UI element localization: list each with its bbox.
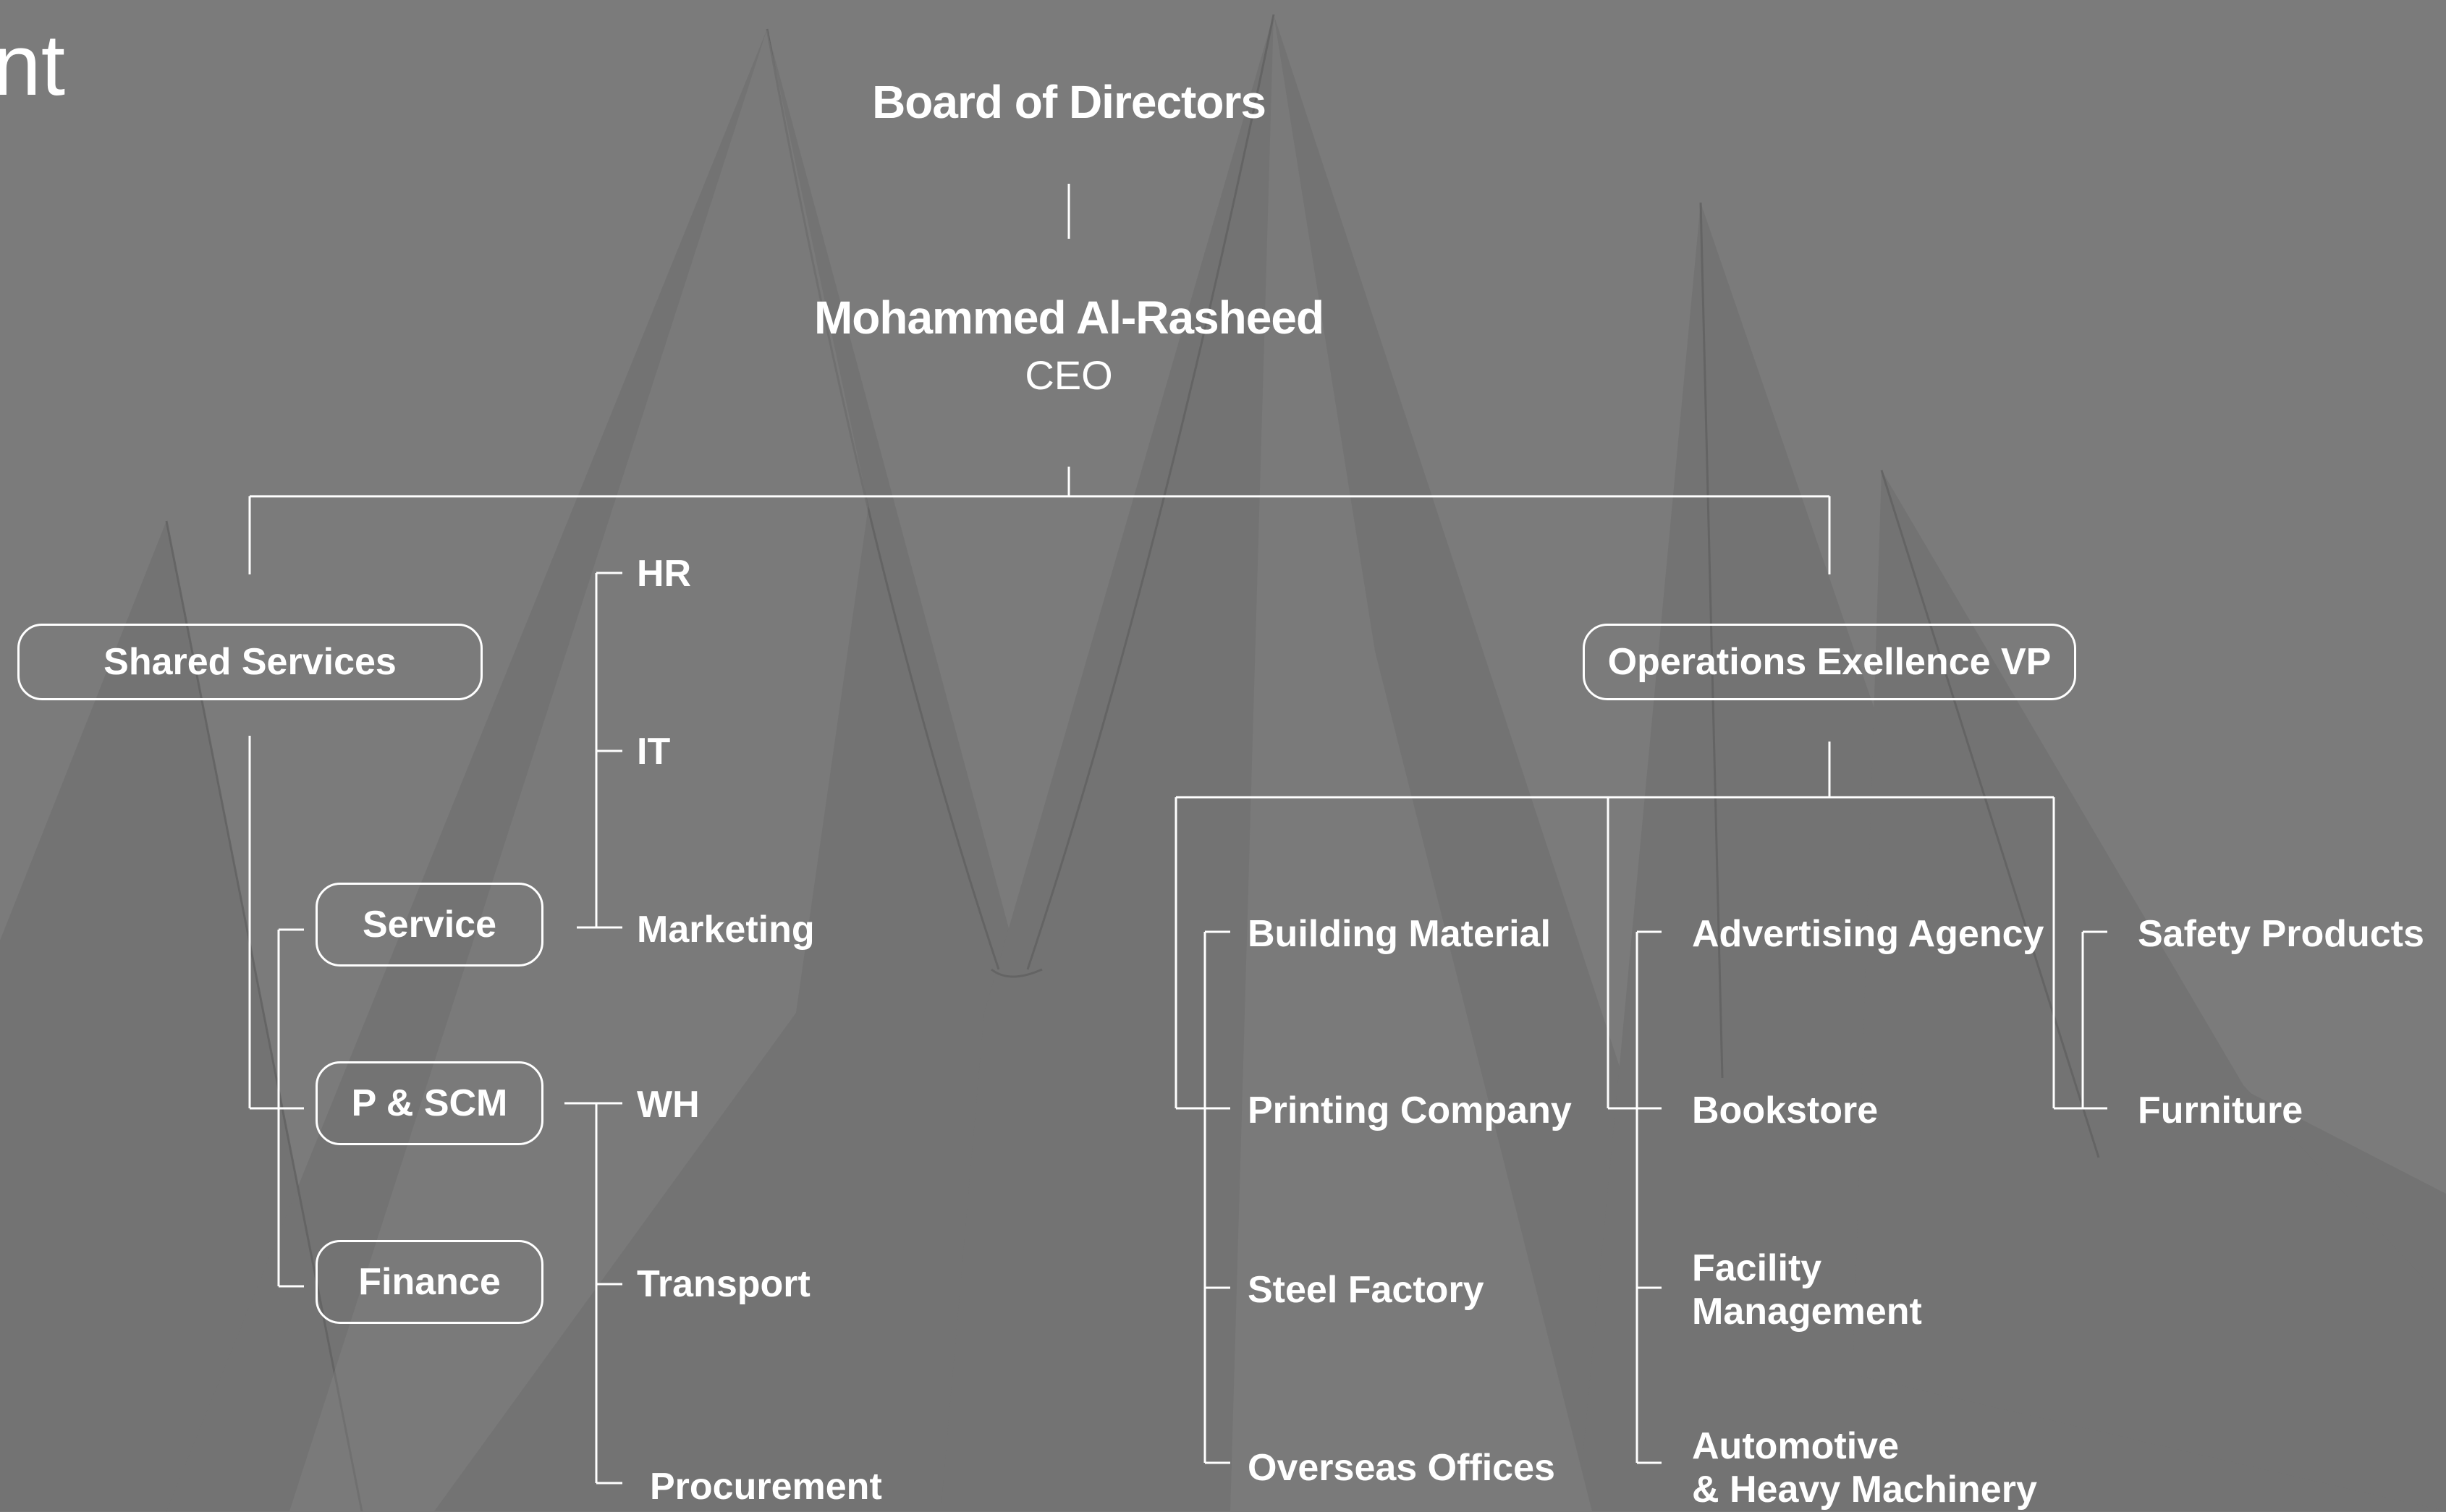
department-marketing: Marketing	[637, 909, 815, 951]
service-box: Service	[316, 883, 543, 967]
department-hr: HR	[637, 553, 692, 595]
company-overseas-offices: Overseas Offices	[1248, 1447, 1555, 1489]
company-advertising-agency: Advertising Agency	[1692, 913, 2044, 955]
unit-transport: Transport	[637, 1263, 811, 1305]
company-building-material: Building Material	[1248, 913, 1551, 955]
operations-vp-box: Operations Exellence VP	[1583, 624, 2076, 700]
page-title-fragment: nt	[0, 17, 66, 114]
company-steel-factory: Steel Factory	[1248, 1269, 1484, 1311]
company-facility-management-line2: Management	[1692, 1291, 1922, 1333]
ceo-name: Mohammed Al-Rasheed	[813, 292, 1324, 344]
company-furniture: Furniture	[2138, 1090, 2303, 1131]
unit-wh: WH	[637, 1084, 700, 1126]
ceo-role: CEO	[1025, 352, 1113, 398]
p-scm-box: P & SCM	[316, 1061, 543, 1145]
shared-services-box: Shared Services	[17, 624, 483, 700]
board-of-directors-label: Board of Directors	[872, 76, 1266, 128]
company-facility-management-line1: Facility	[1692, 1247, 1822, 1289]
company-bookstore: Bookstore	[1692, 1090, 1879, 1131]
company-automotive-line1: Automotive	[1692, 1425, 1899, 1467]
company-automotive-line2: & Heavy Machinery	[1692, 1469, 2037, 1511]
finance-box: Finance	[316, 1240, 543, 1324]
unit-procurement: Procurement	[650, 1466, 882, 1508]
company-safety-products: Safety Products	[2138, 913, 2424, 955]
company-printing: Printing Company	[1248, 1090, 1572, 1131]
department-it: IT	[637, 731, 671, 773]
